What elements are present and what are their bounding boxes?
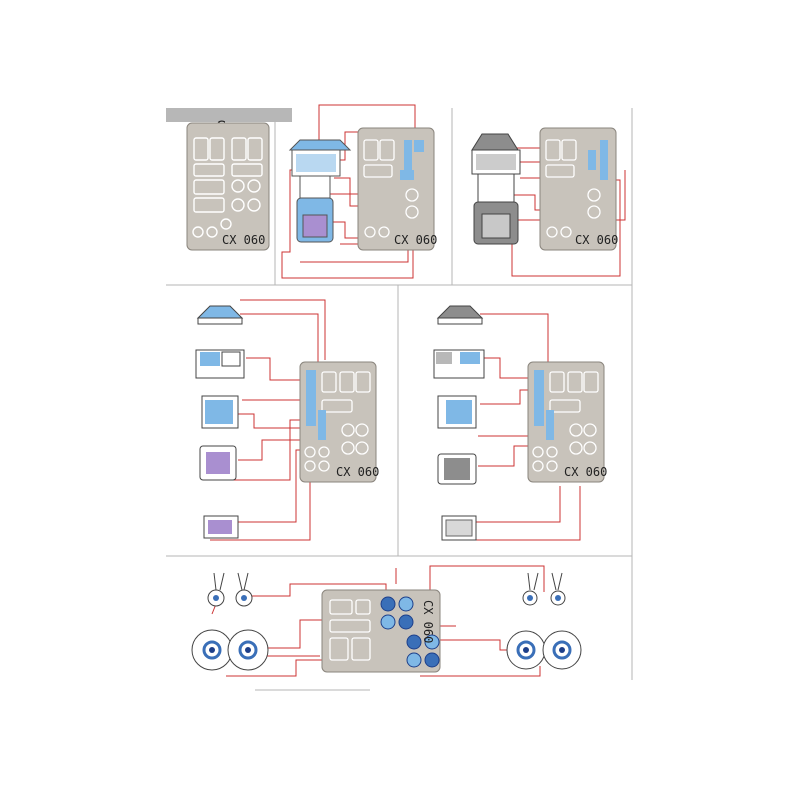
panel-code-6: CX 060 (421, 600, 435, 643)
panel-code-4: CX 060 (336, 465, 379, 479)
panel-code-2: CX 060 (394, 233, 437, 247)
assembly-top-right: CX 060 (471, 127, 626, 277)
panel-code-1: CX 060 (222, 233, 265, 247)
left-large-wheels (191, 629, 269, 671)
section-dividers (166, 108, 633, 691)
assembly-bottom: CX 060 (191, 565, 582, 677)
fret-eye-grid (380, 596, 440, 668)
left-small-wheels (207, 572, 253, 607)
header-bar (166, 108, 292, 122)
assembly-middle-left: CX 060 (195, 299, 379, 541)
right-large-wheels (506, 630, 582, 670)
panel-code-5: CX 060 (564, 465, 607, 479)
assembly-top-middle: CX 060 (281, 104, 437, 279)
panel-code-3: CX 060 (575, 233, 618, 247)
assembly-middle-right: CX 060 (433, 305, 607, 541)
right-small-wheels (522, 572, 566, 606)
fret-panel-full: CX 060 (186, 122, 270, 251)
